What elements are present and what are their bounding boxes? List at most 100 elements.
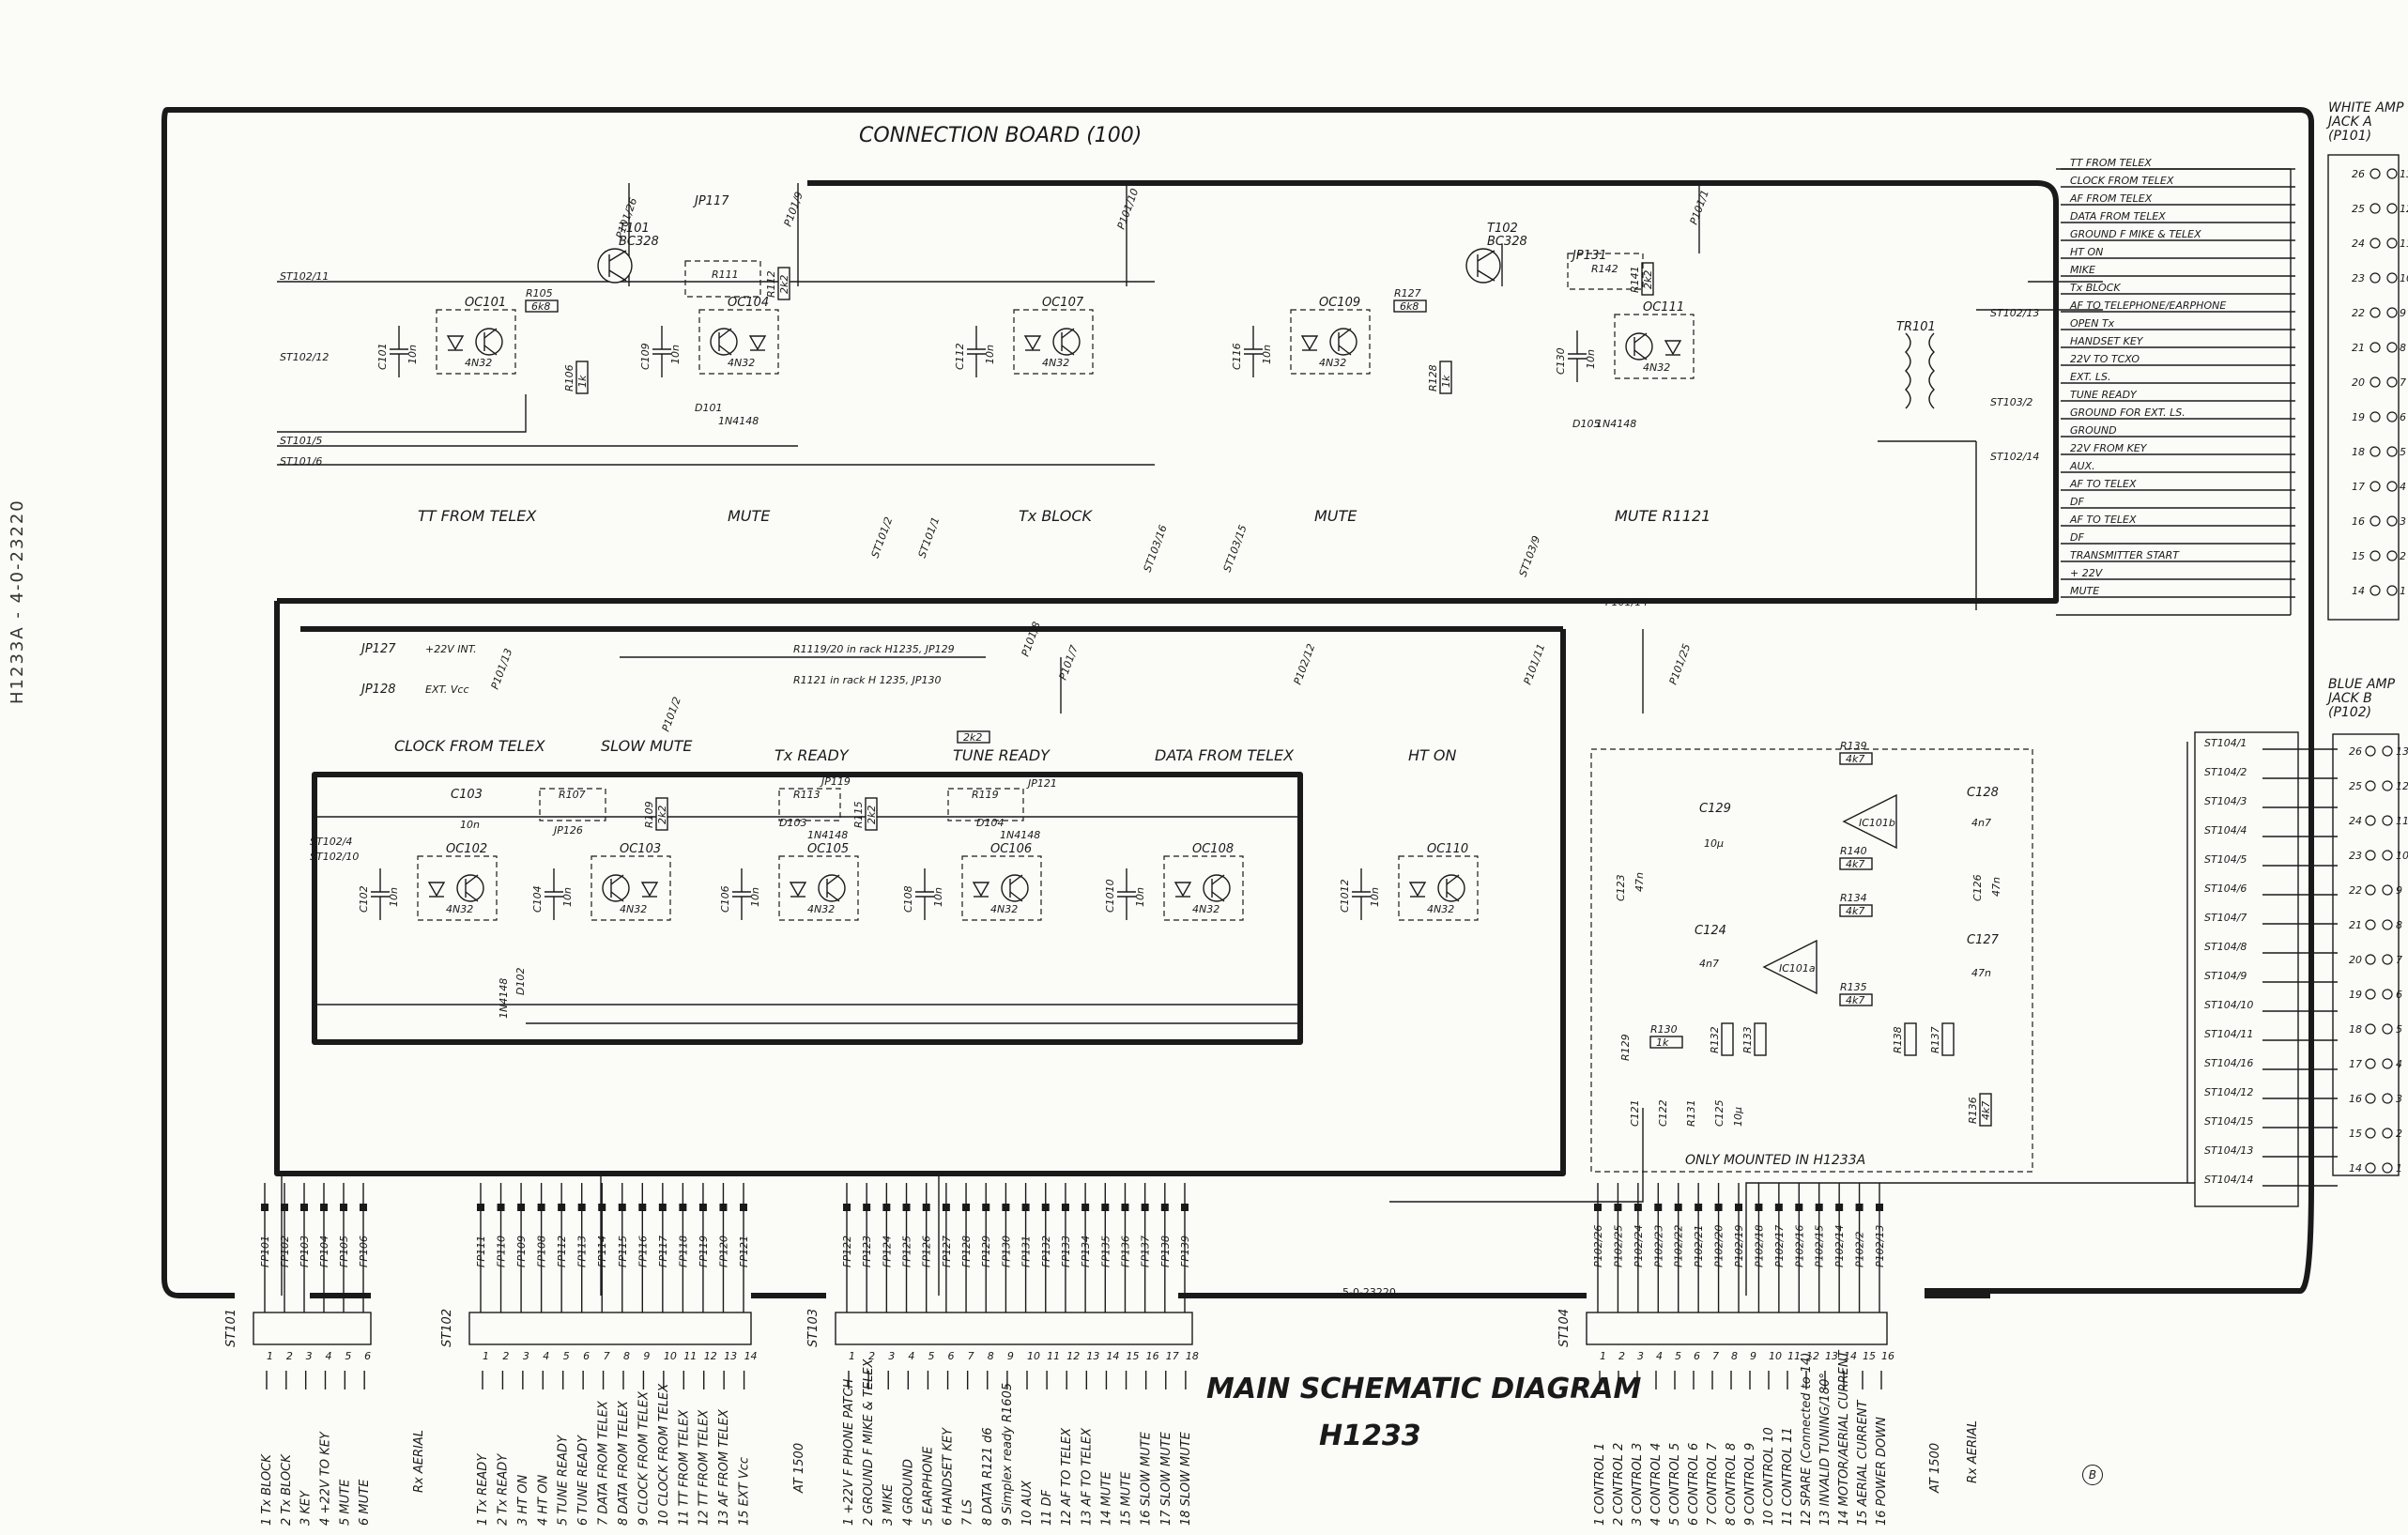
circuit-label: Tx READY (775, 746, 850, 764)
connector-body (468, 1312, 752, 1345)
jack-a-pin (2370, 515, 2381, 527)
connector-node (1081, 1204, 1090, 1211)
connector-pin-number: 17 (1166, 1350, 1179, 1362)
connector-pin-number: 12 (1066, 1350, 1080, 1362)
connector-pin-number: 6 (1694, 1350, 1700, 1362)
transformer-coil (1905, 332, 1911, 409)
led-symbol (789, 882, 807, 898)
connector-signal-label: 12 AF TO TELEX (1060, 1427, 1074, 1526)
connector-signal-label: 3 CONTROL 3 (1631, 1443, 1645, 1526)
connector-node (902, 1204, 911, 1211)
optocoupler-outline (1614, 314, 1695, 379)
connector-pin-number: 12 (704, 1350, 717, 1362)
jumper-box (684, 260, 761, 298)
jack-b-signal: ST104/11 (2204, 1028, 2253, 1040)
resistor-value: 1k (1656, 1036, 1669, 1049)
capacitor-name: C116 (1231, 343, 1243, 370)
resistor-value: 4k7 (1846, 905, 1864, 917)
wire-label: P102/12 (1292, 642, 1318, 686)
connector-signal-label: 8 CONTROL 8 (1725, 1443, 1739, 1526)
connector-pin-number: 3 (306, 1350, 313, 1362)
jack-b-signal: ST104/14 (2204, 1174, 2253, 1186)
resistor: 2k2 (957, 730, 990, 744)
resistor-body (1721, 1022, 1734, 1056)
wire-label: ST102/13 (1990, 307, 2039, 319)
jack-a-pin-number: 6 (2400, 411, 2406, 423)
jack-a-pin (2370, 238, 2381, 249)
connector-pin-label: FP109 (515, 1236, 528, 1267)
resistor-name: R131 (1685, 1099, 1697, 1127)
connector-pin-label: P102/26 (1592, 1225, 1604, 1267)
circuit-label: MUTE R1121 (1615, 507, 1710, 525)
connector-signal-label: 12 TT FROM TELEX (698, 1409, 712, 1526)
connector-pin-label: P102/21 (1693, 1225, 1705, 1267)
connector-signal-label: 13 INVALID TUNING/180° (1818, 1373, 1833, 1526)
connector-pin-number: 4 (908, 1350, 914, 1362)
jack-b-pin-number: 11 (2396, 815, 2408, 827)
connector-pin-label: FP108 (536, 1236, 548, 1267)
jack-a-pin (2386, 342, 2398, 353)
jack-a-pin-number: 3 (2400, 515, 2406, 528)
connector-pin-label: P102/23 (1652, 1225, 1664, 1267)
capacitor-value: 10n (1585, 349, 1597, 369)
optocoupler-outline (1290, 309, 1371, 375)
transistor-name: T101 (619, 222, 650, 236)
jack-b-pin-number: 9 (2396, 884, 2402, 897)
jack-a-signal: + 22V (2070, 567, 2104, 579)
jack-b-pin-number: 7 (2396, 954, 2402, 966)
connector-node (300, 1204, 308, 1211)
connector-pin-label: FP132 (1040, 1236, 1052, 1267)
jack-a-pin (2370, 585, 2381, 596)
jack-b-pin (2365, 1023, 2376, 1035)
connector-pin-label: FP137 (1140, 1236, 1152, 1267)
connector-pin-number: 13 (724, 1350, 737, 1362)
connector-signal-label: 15 MUTE (1120, 1471, 1134, 1526)
connector-pin-number: 14 (744, 1350, 758, 1362)
drawing-number: 5-0-23220 (1342, 1286, 1396, 1298)
transistor-collector (1338, 328, 1352, 339)
resistor-name: R140 (1840, 845, 1867, 857)
jack-b-pin-number: 17 (2349, 1058, 2362, 1070)
connector-pin-number: 11 (1047, 1350, 1060, 1362)
jack-b-pin (2382, 1162, 2393, 1174)
connector-pin-number: 4 (1656, 1350, 1663, 1362)
connector-node (1714, 1204, 1723, 1211)
jack-b-pin (2365, 919, 2376, 930)
wire-label: ST102/12 (280, 351, 329, 363)
transistor-emitter (718, 345, 732, 356)
connector-pin-number: 8 (988, 1350, 994, 1362)
connector-signal-label: 2 CONTROL 2 (1612, 1443, 1626, 1526)
jack-a-signal: 22V FROM KEY (2070, 442, 2148, 454)
resistor-name: R128 (1427, 364, 1439, 391)
connector-node (1735, 1204, 1742, 1211)
jack-b-title-line: BLUE AMP (2328, 677, 2396, 692)
transistor-collector (608, 250, 627, 262)
transistor-emitter (1061, 345, 1075, 356)
jack-b-pin-number: 26 (2349, 745, 2362, 758)
connector-body (835, 1312, 1193, 1345)
capacitor-name: C123 (1615, 874, 1627, 901)
connector-node (1755, 1204, 1763, 1211)
connector-pin-number: 10 (664, 1350, 677, 1362)
resistor-body (1904, 1022, 1917, 1056)
aerial-label: Rx AERIAL (1966, 1420, 1980, 1483)
connector-pin-label: FP117 (657, 1236, 669, 1267)
optocoupler-type: 4N32 (1643, 361, 1670, 374)
connector-pin-label: FP139 (1179, 1236, 1191, 1267)
jumper-box (539, 788, 606, 821)
connector-node (1594, 1204, 1602, 1211)
opamp-name: IC101a (1779, 962, 1816, 975)
connector-pin-number: 6 (948, 1350, 955, 1362)
capacitor-value: 47n (1633, 872, 1646, 892)
jack-a-pin (2386, 168, 2398, 179)
resistor-body (1649, 1036, 1683, 1049)
jack-a-pin (2386, 376, 2398, 388)
connector-node (922, 1204, 930, 1211)
